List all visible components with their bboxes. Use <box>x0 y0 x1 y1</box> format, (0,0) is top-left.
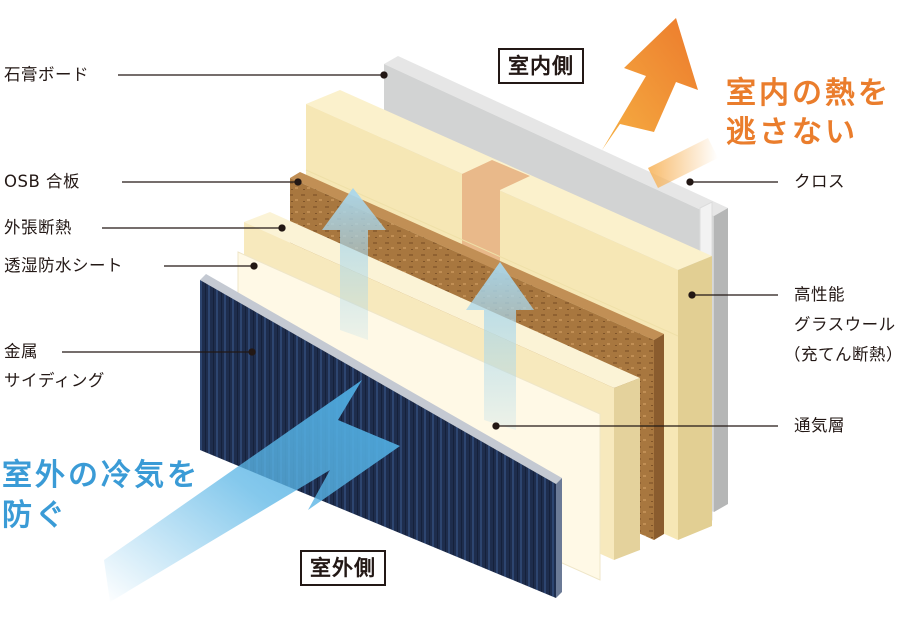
label-metal-siding-1: 金属 <box>4 342 38 361</box>
air-flow-arrows <box>322 188 534 430</box>
label-external-insulation: 外張断熱 <box>4 218 72 237</box>
label-glass-wool-2: グラスウール <box>794 315 896 334</box>
label-cloth: クロス <box>794 172 845 191</box>
indoor-side-box: 室内側 <box>498 48 584 84</box>
outdoor-message-line1: 室外の冷気を <box>2 458 200 493</box>
label-air-layer: 通気層 <box>794 416 845 435</box>
outdoor-message-line2: 防ぐ <box>2 498 68 533</box>
label-gypsum-board: 石膏ボード <box>4 65 89 84</box>
label-metal-siding-2: サイディング <box>4 371 105 390</box>
indoor-message-line2: 逃さない <box>726 115 858 150</box>
leader-lines <box>62 71 778 430</box>
label-glass-wool-3: （充てん断熱） <box>784 345 903 364</box>
label-breathable-sheet: 透湿防水シート <box>4 256 123 275</box>
heat-arrow <box>602 18 698 150</box>
indoor-message-line1: 室内の熱を <box>726 76 891 111</box>
label-osb-plywood: OSB 合板 <box>4 172 81 191</box>
heat-fade-arrow <box>648 138 718 188</box>
label-glass-wool-1: 高性能 <box>794 285 845 304</box>
cold-air-arrow <box>104 380 400 602</box>
outdoor-side-box: 室外側 <box>300 550 386 586</box>
